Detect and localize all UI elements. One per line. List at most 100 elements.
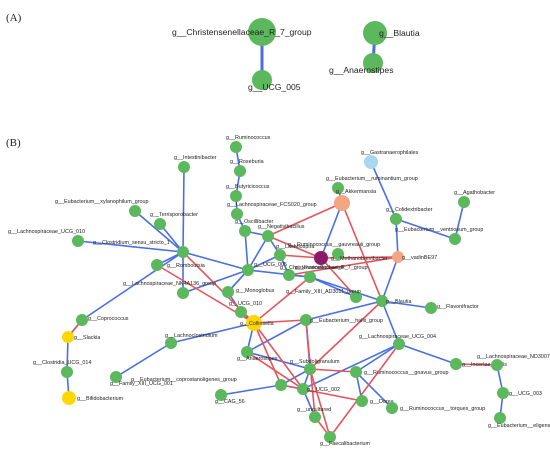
positive-edge <box>134 210 184 253</box>
node-circle <box>177 246 189 258</box>
network-node: g__Intestinibacter <box>174 155 217 173</box>
negative-edge <box>253 319 307 324</box>
node-circle <box>252 70 272 90</box>
node-circle <box>230 141 242 153</box>
node-circle <box>392 251 404 263</box>
network-node: g__Faecalibacterium <box>320 431 371 447</box>
positive-edge <box>320 202 343 259</box>
node-circle <box>324 431 336 443</box>
node-label: g__Lachnospiraceae_FCS020_group <box>227 202 317 208</box>
node-label: g__Ruminococcus__gnavus_group <box>364 370 449 376</box>
negative-edge <box>341 202 383 302</box>
positive-edge <box>398 343 457 365</box>
positive-edge <box>381 300 432 309</box>
positive-edge <box>309 276 383 302</box>
node-label: g__CAG_56 <box>215 399 245 405</box>
positive-edge <box>115 342 172 378</box>
node-label: g__vadinBE97 <box>402 255 437 261</box>
network-node: g__Ruminococcus__gauvreauii_group <box>288 242 380 260</box>
node-circle <box>390 213 402 225</box>
node-circle <box>234 165 246 177</box>
network-node: g__Clostridium_sensu_stricto_1 <box>93 240 189 258</box>
network-node: g__Flavonifractor <box>425 302 479 314</box>
node-label: g__Roseburia <box>230 159 264 165</box>
node-circle <box>242 264 254 276</box>
node-label: g__Romboutsia <box>167 263 205 269</box>
node-circle <box>393 338 405 350</box>
node-circle <box>450 358 462 370</box>
node-label: g__Ruminococcus <box>226 135 271 141</box>
positive-edge <box>454 201 465 240</box>
network-node: g__Eubacterium__hallii_group <box>300 314 383 326</box>
network-node: g__Family_XIII_AD3011_group <box>286 289 362 303</box>
node-label: g__Methanobrevibacter <box>331 256 388 262</box>
node-circle <box>314 251 328 265</box>
network-node: g__Ruminococcus__torques_group <box>386 402 485 414</box>
network-node: g__Lachnospiraceae_NK4A136_group <box>123 281 216 299</box>
node-circle <box>497 387 509 399</box>
panel-b-label: (B) <box>6 137 21 149</box>
negative-edge <box>253 322 282 386</box>
node-label: g__Anaerostipes <box>329 65 394 75</box>
positive-edge <box>305 300 383 321</box>
node-label: g__Eubacterium__xylanophilum_group <box>55 199 149 205</box>
network-node: g__Slackia <box>62 331 100 343</box>
node-circle <box>304 363 316 375</box>
node-circle <box>376 295 388 307</box>
node-label: g__Lachnospiraceae_UCG_004 <box>359 334 436 340</box>
network-node: g__Butyricicoccus <box>226 184 270 202</box>
network-node: g__Eubacterium__coprostanoligenes_group <box>131 377 287 391</box>
node-label: g__Eubacterium__hallii_group <box>310 318 383 324</box>
node-label: g__Intestinibacter <box>174 155 217 161</box>
node-label: g__UCG_005 <box>254 262 287 268</box>
node-circle <box>494 412 506 424</box>
network-node: g__Collinsella <box>240 315 274 331</box>
node-circle <box>283 269 295 281</box>
network-node: g__UCG_010 <box>229 301 262 318</box>
network-node: g__Methanobrevibacter <box>314 251 388 265</box>
negative-edge <box>246 351 304 390</box>
network-node: g__Family_XIII_UCG_001 <box>110 371 173 387</box>
node-label: g__Eubacterium__eligens_group <box>488 423 550 429</box>
network-node: g__UCG_003 <box>497 387 542 399</box>
network-node: g__Eubacterium__eligens_group <box>488 412 550 429</box>
node-label: g__Clostridium_sensu_stricto_1 <box>93 240 170 246</box>
positive-edge <box>246 351 311 370</box>
network-node: g__Lachnospiraceae_UCG_010 <box>8 229 85 247</box>
network-node: g__Akkermansia <box>334 189 376 211</box>
negative-edge <box>320 257 357 298</box>
network-node: g__Agathobacter <box>454 190 495 208</box>
node-label: g__Lachnospiraceae_ND3007_group <box>477 354 550 360</box>
network-node: g__Ruminococcus__gnavus_group <box>350 366 449 378</box>
network-node: g__Lachnoclostridium <box>165 333 218 349</box>
node-circle <box>449 233 461 245</box>
node-circle <box>491 359 503 371</box>
node-label: g__Eubacterium__ventriosum_group <box>395 227 483 233</box>
node-circle <box>241 346 253 358</box>
node-label: g__Akkermansia <box>336 189 376 195</box>
node-circle <box>262 230 274 242</box>
positive-edge <box>247 235 269 271</box>
node-label: g__Gastranaerophilales <box>361 150 419 156</box>
node-circle <box>235 306 247 318</box>
node-circle <box>222 286 234 298</box>
network-node: g__Bifidobacterium <box>62 391 124 405</box>
node-label: g__Dorea <box>370 399 394 405</box>
node-circle <box>231 208 243 220</box>
positive-edge <box>182 166 185 253</box>
network-node: g__Blautia <box>363 21 420 45</box>
positive-edge <box>246 319 307 353</box>
node-circle <box>76 314 88 326</box>
node-circle <box>239 225 251 237</box>
node-circle <box>300 314 312 326</box>
node-label: g__Colidextribacter <box>386 207 433 213</box>
positive-edge <box>395 218 399 258</box>
node-circle <box>215 389 227 401</box>
network-node: g__Lachnospira <box>274 244 314 261</box>
node-circle <box>334 195 350 211</box>
negative-edge <box>309 300 383 370</box>
network-node: g__Lachnospiraceae_FCS020_group <box>227 202 317 220</box>
node-circle <box>356 395 368 407</box>
node-label: g__Ruminococcus__torques_group <box>400 406 485 412</box>
